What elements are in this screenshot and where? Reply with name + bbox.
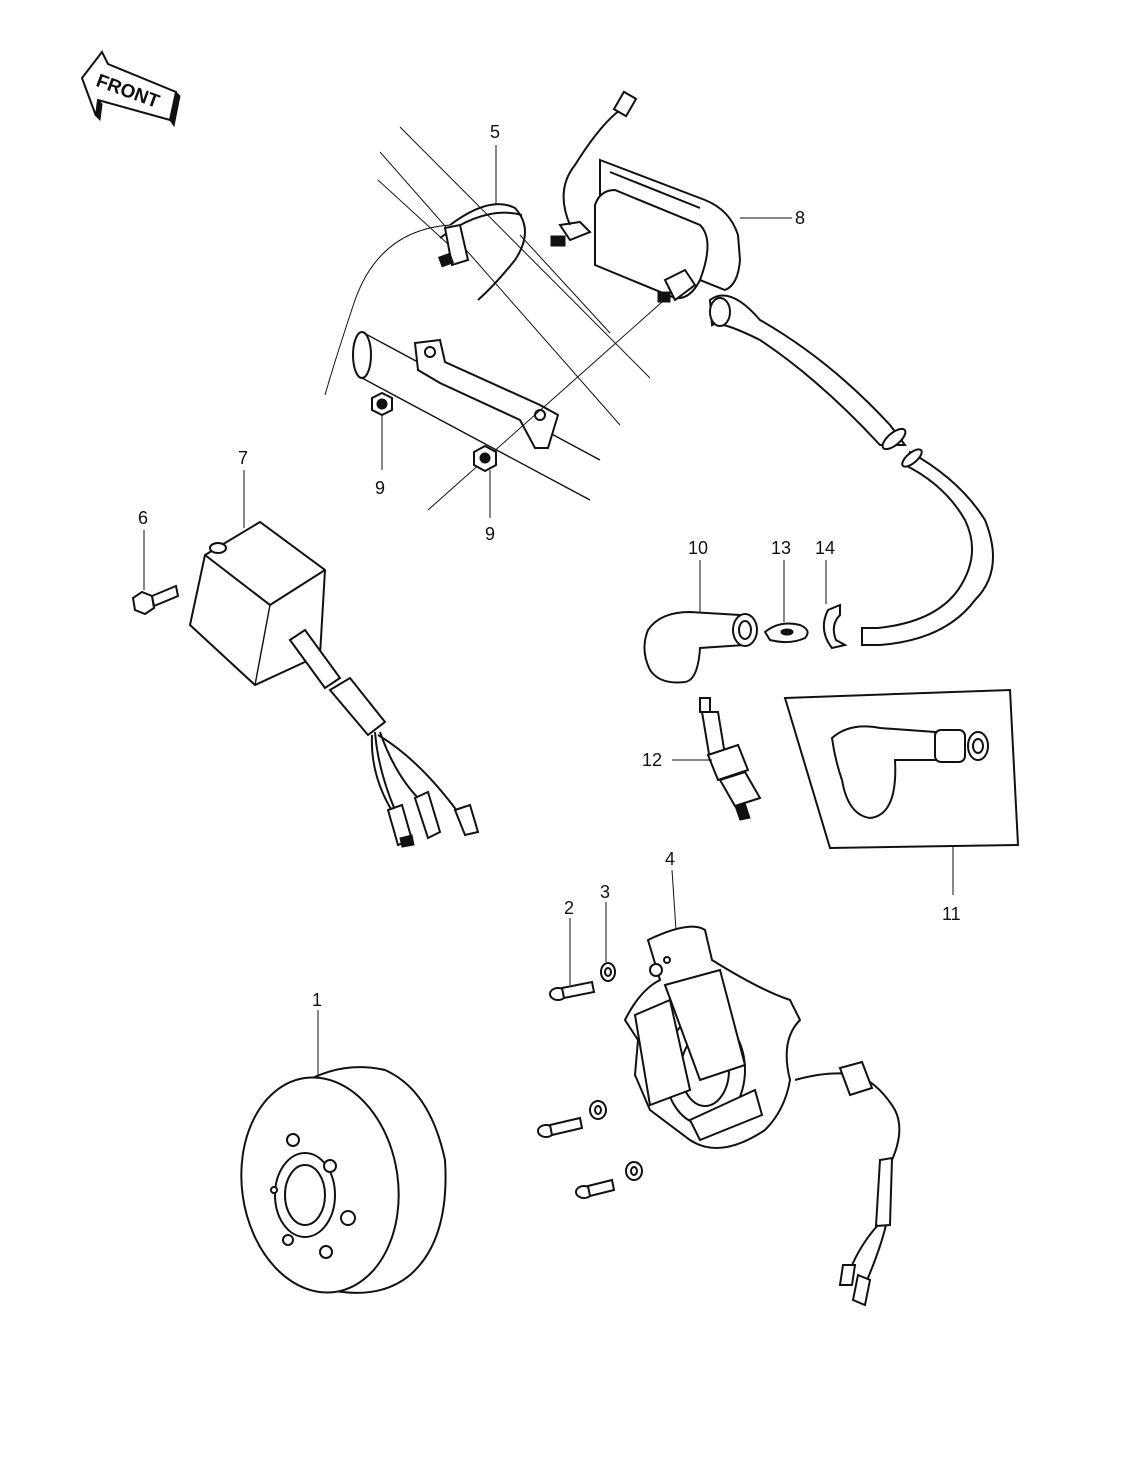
mounting-band	[438, 203, 526, 301]
callout-13: 13	[771, 538, 791, 558]
mounting-bracket	[413, 338, 560, 449]
spark-plug-cap	[643, 610, 758, 684]
callout-12: 12	[642, 750, 662, 770]
callout-11: 11	[942, 904, 961, 924]
cap-clip	[822, 603, 848, 650]
stator-screw-upper	[549, 980, 596, 1001]
callout-2: 2	[564, 898, 574, 918]
callout-1: 1	[312, 990, 322, 1010]
spark-plug	[699, 697, 762, 821]
front-arrow-icon: FRONT	[80, 50, 181, 128]
callout-9-lower: 9	[485, 524, 495, 544]
callout-7: 7	[238, 448, 248, 468]
flywheel-rotor	[240, 1066, 447, 1294]
cdi-unit-bolt	[131, 584, 180, 616]
callout-6: 6	[138, 508, 148, 528]
callout-9-upper: 9	[375, 478, 385, 498]
callout-labels: 5 8 7 9 9 6 10 13 14 12 11 4 3 2 1	[138, 122, 961, 1010]
callout-8: 8	[795, 208, 805, 228]
cap-seal	[763, 622, 809, 644]
callout-4: 4	[665, 849, 675, 869]
spark-plug-cap-alternate	[783, 688, 1020, 850]
nut-upper	[371, 391, 393, 417]
callout-10: 10	[688, 538, 708, 558]
frame-guide-lines	[324, 126, 651, 426]
stator-assembly	[623, 925, 901, 1307]
stator-washer-lower	[625, 1161, 643, 1181]
high-tension-lead	[861, 448, 994, 646]
guide-coil-to-nut	[427, 301, 663, 511]
ignition-coil	[550, 90, 907, 451]
stator-washer-middle	[589, 1100, 607, 1120]
leader-4	[671, 869, 677, 931]
stator-screw-middle	[537, 1116, 584, 1138]
stator-screw-lower	[575, 1178, 616, 1199]
callout-3: 3	[600, 882, 610, 902]
cdi-unit	[188, 520, 480, 848]
nut-lower	[473, 444, 497, 473]
frame-tube	[352, 331, 601, 501]
stator-washer-upper	[600, 962, 616, 982]
callout-14: 14	[815, 538, 835, 558]
callout-5: 5	[490, 122, 500, 142]
